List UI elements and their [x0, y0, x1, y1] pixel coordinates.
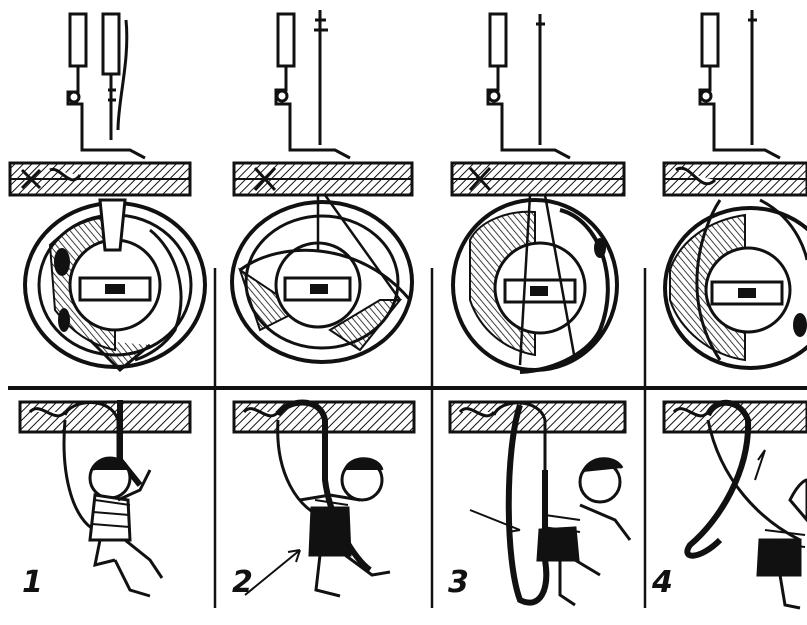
child-figure-icon: [758, 480, 807, 608]
direction-arrow-icon: [755, 450, 765, 480]
direction-arrow-icon: [245, 550, 300, 595]
needle-bar-icon: [276, 10, 350, 158]
panel-number-2: 2: [232, 565, 253, 600]
panel-number-1: 1: [22, 565, 43, 600]
rotary-hook-icon: [665, 200, 807, 368]
child-figure-icon: [300, 459, 390, 596]
panel-number-3: 3: [448, 565, 469, 600]
needle-bar-icon: [488, 14, 570, 158]
needle-bar-icon: [68, 14, 145, 158]
needle-bar-icon: [700, 10, 780, 158]
rotary-hook-icon: [25, 200, 205, 370]
panel-2-thread-figure: 2: [232, 402, 414, 600]
child-figure-icon: [538, 459, 630, 605]
panel-1-thread-figure: 1: [20, 400, 190, 600]
direction-arrow-icon: [470, 510, 520, 532]
panel-number-4: 4: [651, 565, 673, 600]
rotary-hook-icon: [453, 195, 617, 372]
fabric-layers: [450, 402, 625, 432]
panel-3-thread-figure: 3: [448, 402, 630, 605]
panel-3-hook-view: [452, 14, 624, 372]
panel-4-hook-view: [664, 10, 807, 368]
panel-1-hook-view: [10, 14, 205, 370]
rotary-hook-icon: [232, 195, 412, 362]
panel-2-hook-view: [232, 10, 412, 362]
child-figure-icon: [90, 458, 162, 596]
panel-4-thread-figure: 4: [651, 402, 807, 608]
